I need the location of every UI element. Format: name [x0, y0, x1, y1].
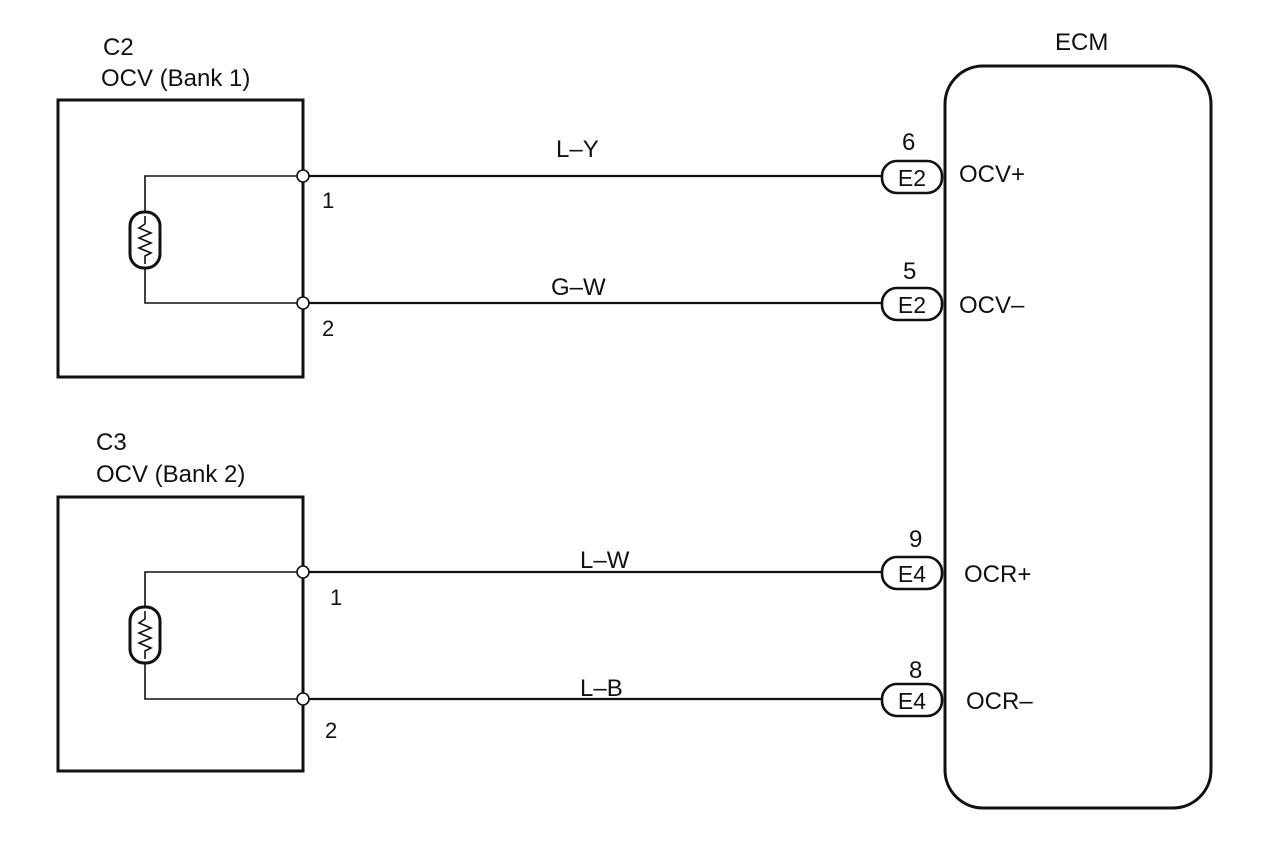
wire-ocr-plus: L–W 9 E4 OCR+ [309, 526, 1031, 591]
connector-label: E4 [898, 688, 926, 714]
wire-color-label: L–B [580, 675, 623, 702]
c2-internal-wire [144, 175, 303, 304]
c2-pin1-label: 1 [322, 188, 334, 213]
component-c2: C2 OCV (Bank 1) 1 2 [56, 34, 334, 379]
ecm-pin-number: 5 [903, 258, 916, 285]
ecm-terminal-label: OCR+ [964, 561, 1031, 588]
ecm-terminal-label: OCV– [959, 292, 1025, 319]
c3-pin2-terminal [296, 692, 310, 706]
c3-solenoid-coil-icon [128, 605, 162, 665]
component-c3: C3 OCV (Bank 2) 1 2 [56, 429, 342, 773]
ecm-pin-number: 8 [909, 657, 922, 684]
c2-solenoid-coil-icon [128, 210, 162, 270]
c3-name: OCV (Bank 2) [96, 461, 245, 488]
wire-color-label: L–Y [556, 136, 599, 163]
c3-pin1-label: 1 [330, 585, 342, 610]
connector-label: E4 [898, 561, 926, 587]
wire-ocv-plus: L–Y 6 E2 OCV+ [309, 129, 1025, 195]
wire-ocv-minus: G–W 5 E2 OCV– [309, 258, 1025, 322]
c3-code: C3 [96, 429, 127, 456]
ecm-pin-number: 9 [909, 526, 922, 553]
wire-color-label: L–W [580, 547, 630, 574]
connector-e2-badge [880, 286, 944, 322]
c2-code: C2 [103, 34, 134, 61]
ecm-pin-number: 6 [902, 129, 915, 156]
c3-internal-wire [144, 571, 303, 700]
ecm-terminal-label: OCR– [966, 688, 1033, 715]
connector-label: E2 [898, 165, 926, 191]
connector-e2-badge [880, 159, 944, 195]
connector-e4-badge [880, 555, 944, 591]
connector-e4-badge [880, 682, 944, 718]
wire-color-label: G–W [551, 274, 606, 301]
ecm-housing [943, 64, 1213, 810]
c2-housing [56, 98, 305, 379]
component-ecm: ECM [943, 29, 1213, 810]
ecm-label: ECM [1055, 29, 1108, 56]
ecm-terminal-label: OCV+ [959, 161, 1025, 188]
c2-name: OCV (Bank 1) [101, 65, 250, 92]
c2-pin2-label: 2 [322, 316, 334, 341]
connector-label: E2 [898, 292, 926, 318]
wire-ocr-minus: L–B 8 E4 OCR– [309, 657, 1033, 718]
c3-housing [56, 495, 305, 773]
c2-pin1-terminal [296, 169, 310, 183]
c3-pin1-terminal [296, 565, 310, 579]
c3-pin2-label: 2 [325, 718, 337, 743]
c2-pin2-terminal [296, 296, 310, 310]
